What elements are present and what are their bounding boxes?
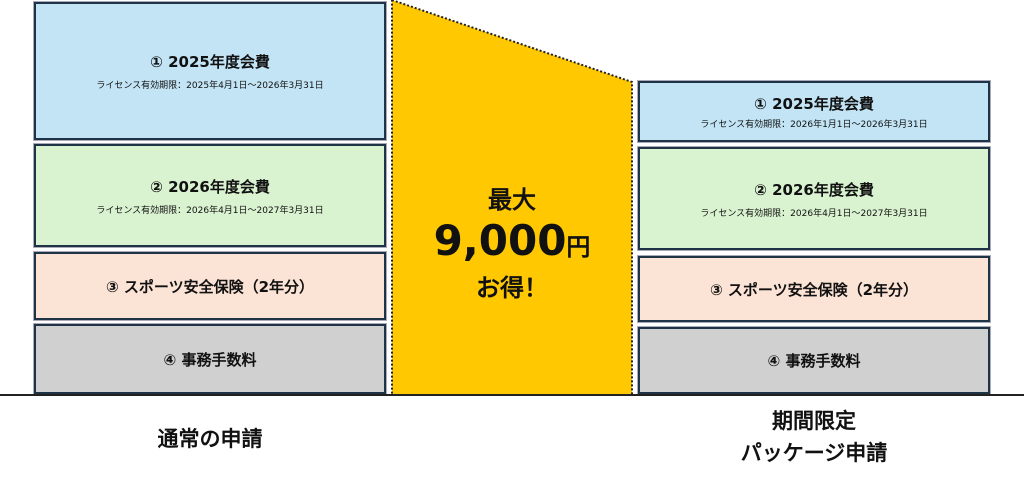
box-title: ④ 事務手数料 [767,352,861,370]
box-subtitle: ライセンス有効期限：2026年1月1日～2026年3月31日 [700,120,928,130]
baseline [0,394,1024,396]
box-title: ① 2025年度会費 [754,95,874,113]
amount-unit: 円 [566,233,591,261]
savings-max: 最大 [488,186,536,214]
left-box-insurance: ③ スポーツ安全保険（2年分） [33,251,387,321]
box-title: ② 2026年度会費 [150,177,270,196]
box-title: ③ スポーツ安全保険（2年分） [105,277,315,296]
box-title: ③ スポーツ安全保険（2年分） [709,280,919,299]
right-box-insurance: ③ スポーツ安全保険（2年分） [637,255,991,323]
box-title: ② 2026年度会費 [754,180,874,199]
box-title: ④ 事務手数料 [163,350,257,369]
box-subtitle: ライセンス有効期限：2026年4月1日～2027年3月31日 [700,208,928,219]
box-title: ① 2025年度会費 [150,53,270,71]
left-box-2025-fee: ① 2025年度会費 ライセンス有効期限：2025年4月1日～2026年3月31… [33,1,387,141]
right-box-fee: ④ 事務手数料 [637,326,991,395]
savings-amount: 9,000円 [392,216,632,265]
right-box-2026-fee: ② 2026年度会費 ライセンス有効期限：2026年4月1日～2027年3月31… [637,146,991,251]
box-subtitle: ライセンス有効期限：2026年4月1日～2027年3月31日 [96,205,324,216]
label-line2: パッケージ申請 [740,441,888,465]
normal-application-label: 通常の申請 [157,427,263,451]
box-subtitle: ライセンス有効期限：2025年4月1日～2026年3月31日 [96,81,324,91]
left-box-2026-fee: ② 2026年度会費 ライセンス有効期限：2026年4月1日～2027年3月31… [33,143,387,248]
savings-deal: お得！ [476,274,548,302]
left-box-fee: ④ 事務手数料 [33,323,387,395]
package-application-label: 期間限定 パッケージ申請 [638,405,990,469]
amount-value: 9,000 [433,216,567,265]
label-line1: 期間限定 [772,409,856,433]
right-box-2025-fee: ① 2025年度会費 ライセンス有効期限：2026年1月1日～2026年3月31… [637,80,991,143]
